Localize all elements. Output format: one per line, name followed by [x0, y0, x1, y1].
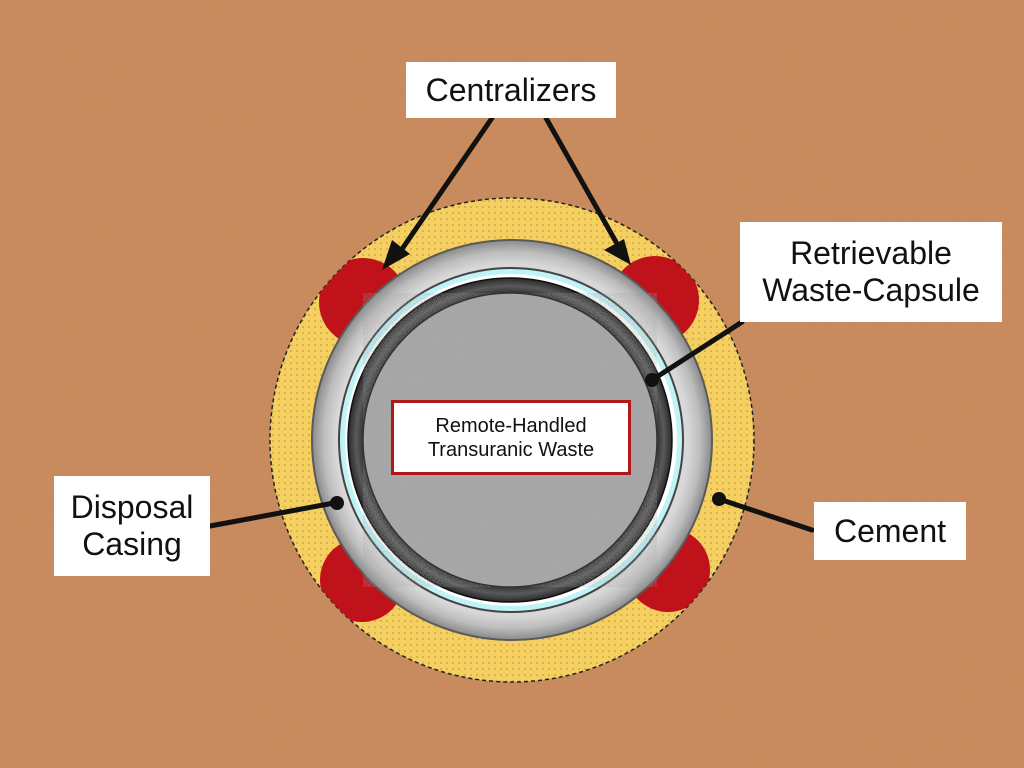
label-waste-line1: Remote-Handled — [435, 414, 587, 437]
label-centralizers: Centralizers — [406, 62, 616, 118]
leader-capsule — [649, 319, 745, 383]
arrow-centralizer-left — [397, 115, 495, 255]
dot-casing — [330, 496, 344, 510]
label-capsule-line2: Waste-Capsule — [762, 272, 980, 308]
leader-dots — [330, 373, 726, 510]
label-waste-line2: Transuranic Waste — [427, 438, 595, 461]
arrowhead-right — [604, 239, 631, 265]
arrow-centralizer-right — [543, 115, 619, 245]
leader-lines — [207, 115, 815, 533]
label-disposal-casing: Disposal Casing — [54, 476, 210, 576]
dot-cement — [712, 492, 726, 506]
arrowhead-left — [382, 240, 410, 270]
label-remote-handled-transuranic-waste: Remote-Handled Transuranic Waste — [391, 400, 631, 475]
label-cement-text: Cement — [833, 512, 947, 549]
arrowheads — [382, 239, 631, 270]
dot-capsule — [645, 373, 659, 387]
label-cement: Cement — [814, 502, 966, 560]
label-capsule-line1: Retrievable — [790, 235, 952, 271]
label-retrievable-waste-capsule: Retrievable Waste-Capsule — [740, 222, 1002, 322]
leader-cement — [719, 497, 815, 533]
label-casing-line1: Disposal — [70, 489, 194, 525]
label-centralizers-text: Centralizers — [425, 71, 597, 108]
label-casing-line2: Casing — [82, 526, 182, 562]
leader-casing — [207, 500, 337, 529]
